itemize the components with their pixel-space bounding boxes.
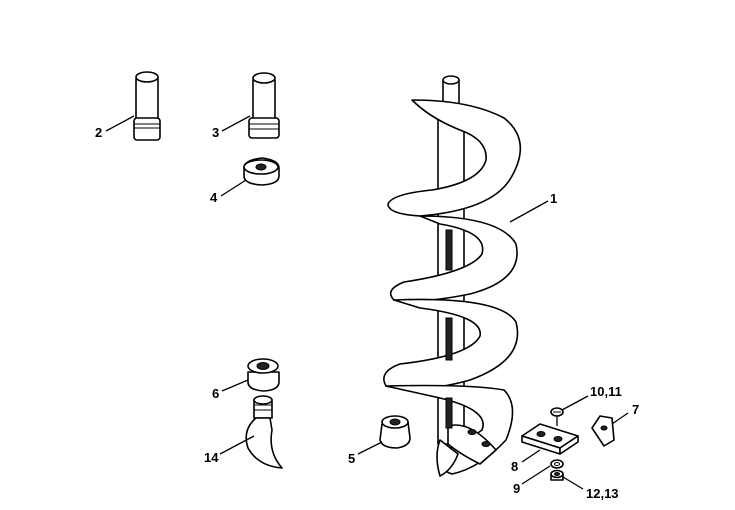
label-12-13: 12,13 [586,486,619,501]
label-4: 4 [210,190,218,205]
part-4-bushing [243,157,280,186]
leader-lines [105,115,629,490]
part-8-cutting-blade [521,423,579,455]
label-10-11: 10,11 [590,384,622,399]
part-7-point-blade [591,415,615,447]
label-6: 6 [212,386,219,401]
part-9-washer [550,459,564,469]
label-2: 2 [95,125,102,140]
part-5-nut [379,415,411,449]
label-1: 1 [550,191,557,206]
part-10-11-screw [550,407,564,426]
label-7: 7 [632,402,639,417]
part-2-adapter-shaft [133,71,161,141]
part-14-point [245,395,283,469]
label-5: 5 [348,451,355,466]
part-12-13-nut [550,469,564,481]
part-6-nut [247,358,280,392]
label-14: 14 [204,450,219,465]
label-8: 8 [511,459,518,474]
label-9: 9 [513,481,520,496]
part-1-auger [383,75,522,477]
part-3-adapter-shaft [248,72,280,139]
label-3: 3 [212,125,219,140]
